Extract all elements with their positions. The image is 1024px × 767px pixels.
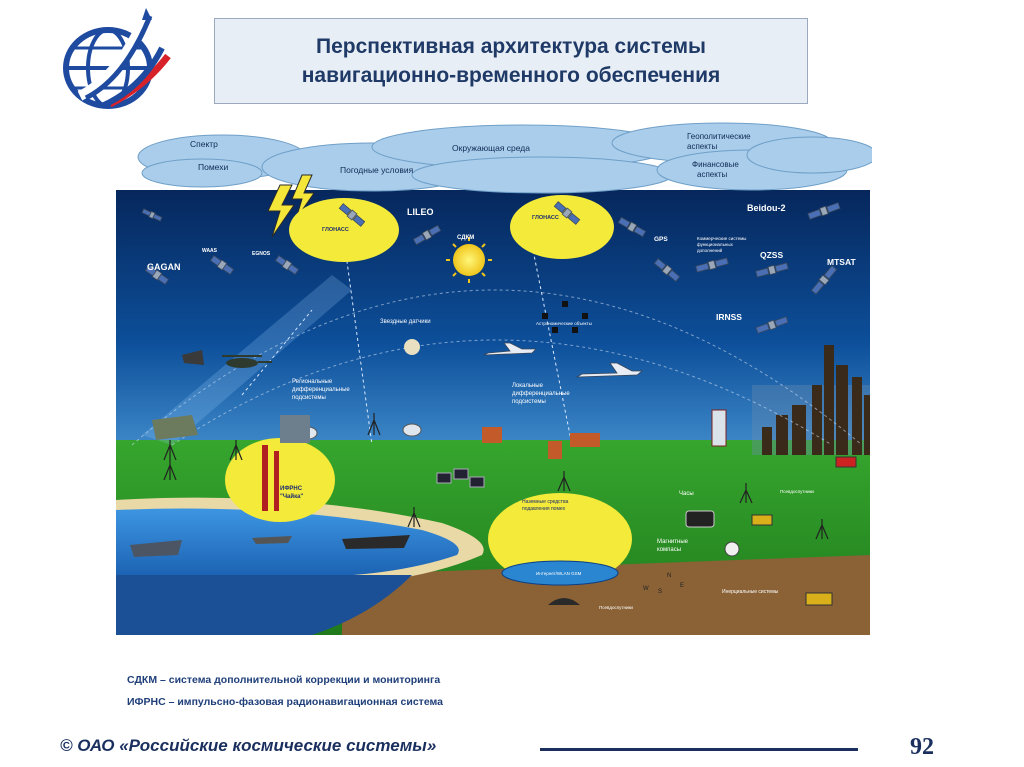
label-star-sensors: Звездные датчики — [380, 319, 431, 325]
clock-icon — [685, 510, 715, 528]
label-commercial-1: Коммерческие системы — [697, 236, 746, 241]
label-ground-1: Наземные средства — [522, 499, 569, 505]
label-clock: Часы — [679, 491, 694, 497]
label-ifrns-1: ИФРНС — [280, 486, 303, 492]
sun-rays — [446, 237, 492, 283]
label-regional-2: дифференциальные — [292, 387, 350, 393]
water — [116, 508, 459, 580]
city — [762, 345, 870, 455]
ground-platform — [501, 560, 619, 586]
ground-antennas — [163, 413, 829, 540]
label-local-2: дифференциальные — [512, 391, 570, 397]
label-sdkm: СДКМ — [457, 235, 474, 241]
label-qzss: QZSS — [760, 250, 783, 260]
label-mtsat: MTSAT — [827, 257, 856, 267]
glonass-zone — [289, 198, 399, 262]
lightning-icon — [291, 174, 315, 220]
cloud-label-weather: Погодные условия — [340, 165, 414, 175]
label-inertial: Инерциальные системы — [722, 589, 779, 595]
soldier-icon — [152, 415, 198, 440]
rsc-logo — [63, 8, 171, 109]
sdkm-sun-icon — [453, 244, 485, 276]
label-waas: WAAS — [202, 248, 218, 254]
cloud-label-geopolitical-2: аспекты — [687, 142, 717, 151]
compass-e: E — [680, 583, 684, 589]
astro-objects-icon — [542, 301, 588, 333]
deep-water — [116, 575, 412, 635]
note-ifrns: ИФРНС – импульсно-фазовая радионавигацио… — [127, 696, 443, 708]
label-astro-objects: Астрономические объекты — [536, 321, 592, 326]
radio-tower-icon — [262, 445, 279, 511]
label-commercial-2: функциональных — [697, 242, 734, 247]
star-sensor-icon — [404, 339, 420, 355]
title-line-1: Перспективная архитектура системы — [316, 35, 706, 58]
label-internet: Интернет/WLAN GSM — [536, 571, 582, 576]
compass-n: N — [667, 573, 671, 579]
soil-area — [342, 555, 870, 635]
label-egnos: EGNOS — [252, 251, 271, 257]
ground-stations-zone — [488, 493, 632, 585]
tunnel-icon — [548, 598, 580, 605]
compass-w: W — [643, 586, 649, 592]
note-sdkm: СДКМ – система дополнительной коррекции … — [127, 674, 441, 686]
footer-divider — [540, 748, 858, 751]
label-glonass-a: ГЛОНАСС — [322, 227, 349, 233]
cloud-label-geopolitical-1: Геополитические — [687, 132, 751, 141]
label-irnss: IRNSS — [716, 312, 742, 322]
label-commercial-3: дополнений — [697, 247, 723, 253]
label-gps: GPS — [654, 236, 668, 243]
satellites — [141, 201, 841, 334]
computers-icon — [436, 468, 485, 488]
sky-area — [116, 190, 870, 445]
label-lileo: LILEO — [407, 207, 434, 217]
label-magnetic-1: Магнитные — [657, 539, 689, 545]
compass-s: S — [658, 589, 662, 595]
label-ground-2: подавления помех — [522, 506, 566, 512]
label-gagan: GAGAN — [147, 262, 181, 272]
cloud-label-financial-1: Финансовые — [692, 160, 739, 169]
glonass-zone — [510, 195, 614, 259]
label-regional-1: Региональные — [292, 379, 333, 385]
footer-copyright: © ОАО «Российские космические системы» — [60, 736, 437, 755]
title-box: Перспективная архитектура системы навига… — [214, 18, 808, 104]
drone-icon — [182, 350, 204, 365]
label-local-3: подсистемы — [512, 399, 546, 405]
helicopter-icon — [222, 355, 272, 368]
clouds — [137, 122, 872, 194]
cloud-label-pomekhi: Помехи — [198, 162, 228, 172]
cloud-label-environment: Окружающая среда — [452, 143, 530, 153]
label-regional-3: подсистемы — [292, 395, 326, 401]
label-local-1: Локальные — [512, 383, 544, 389]
label-pseudolites-1: Псевдоспутники — [780, 489, 814, 494]
cloud-label-spektr: Спектр — [190, 139, 218, 149]
ifrns-zone — [225, 438, 335, 522]
vehicles-icon — [751, 456, 857, 606]
compass-icon — [724, 541, 740, 557]
page-number: 92 — [910, 734, 934, 760]
label-glonass-b: ГЛОНАСС — [532, 215, 559, 221]
label-ifrns-2: "Чайка" — [280, 493, 303, 500]
architecture-diagram: Спектр Помехи Погодные условия Окружающа… — [116, 122, 872, 635]
ships-icon — [130, 535, 410, 557]
building-icon — [482, 427, 600, 459]
lighthouse-icon — [711, 409, 727, 447]
label-beidou: Beidou-2 — [747, 203, 786, 213]
label-pseudolites-2: Псевдоспутники — [599, 605, 633, 610]
title-line-2: навигационно-временного обеспечения — [301, 64, 721, 87]
hangar-icon — [280, 415, 310, 443]
lightning-icon — [267, 184, 295, 238]
label-magnetic-2: компасы — [657, 547, 681, 553]
cloud-label-financial-2: аспекты — [697, 170, 727, 179]
airplane-icon — [483, 342, 644, 378]
